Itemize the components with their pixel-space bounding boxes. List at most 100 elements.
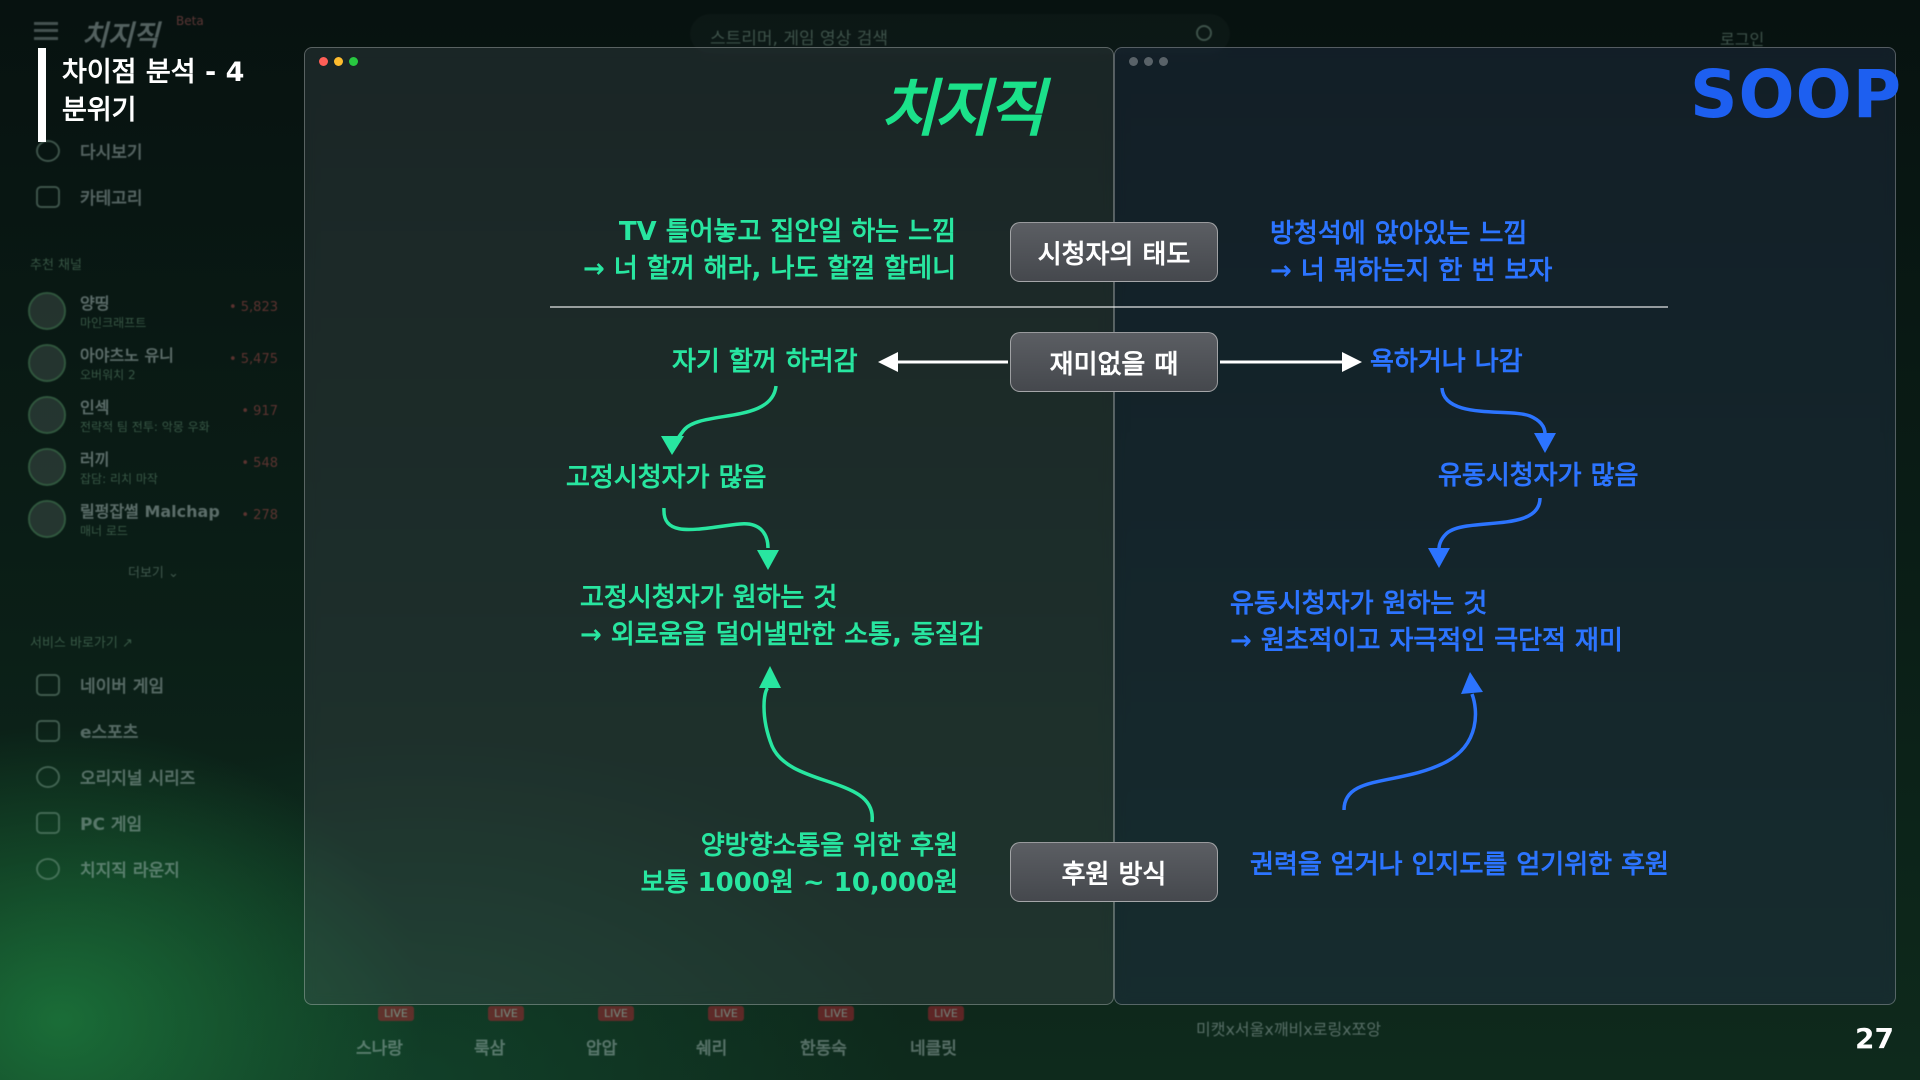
- channel-item[interactable]: 러끼 잡담: 리치 마작 • 548: [28, 444, 278, 492]
- trophy-icon: [36, 719, 60, 742]
- minimize-dot-icon[interactable]: [1144, 57, 1153, 66]
- avatar: [28, 500, 66, 538]
- viewer-count: • 5,475: [228, 352, 278, 367]
- search-icon[interactable]: [1196, 25, 1212, 41]
- sidebar-item-label: 카테고리: [80, 189, 143, 209]
- avatar: [28, 448, 66, 486]
- viewer-count: • 917: [241, 404, 278, 419]
- channel-category: 오버워치 2: [80, 368, 136, 382]
- sidebar-item-replay[interactable]: 다시보기: [36, 138, 143, 163]
- recommended-header: 추천 채널: [30, 258, 82, 273]
- stream-title[interactable]: 미캣x서울x깨비x로링x쪼앙: [1196, 1020, 1382, 1039]
- channel-name: 인섹: [80, 398, 110, 417]
- left-result: 고정시청자가 많음: [566, 463, 767, 493]
- page-title-line1: 차이점 분석 - 4: [62, 57, 245, 88]
- menu-icon[interactable]: [34, 22, 58, 40]
- streamer-name[interactable]: 한동숙: [800, 1039, 847, 1059]
- sidebar-item-esports[interactable]: e스포츠: [36, 718, 138, 743]
- page-title: 차이점 분석 - 4 분위기: [62, 54, 244, 130]
- avatar: [28, 396, 66, 434]
- soop-logo: SOOP: [1690, 56, 1903, 133]
- gamepad-icon: [36, 673, 60, 696]
- blue-arrow-1: [1440, 387, 1556, 453]
- left-donation-line2: 보통 1000원 ~ 10,000원: [640, 868, 958, 898]
- arrow-to-left-boring: [878, 352, 1008, 372]
- monitor-icon: [36, 811, 60, 834]
- left-want-line1: 고정시청자가 원하는 것: [580, 583, 838, 613]
- left-boring: 자기 할꺼 하러감: [672, 347, 858, 377]
- services-header: 서비스 바로가기 ↗: [30, 636, 133, 651]
- original-series-icon: [36, 765, 60, 788]
- left-donation-line1: 양방향소통을 위한 후원: [700, 831, 958, 861]
- sidebar-item-label: 다시보기: [80, 143, 143, 163]
- channel-name: 릴펑잡썰 Malchap: [80, 502, 220, 521]
- window-controls: [1129, 57, 1168, 66]
- streamer-name[interactable]: 스나랑: [356, 1039, 403, 1059]
- live-badge: LIVE: [708, 1006, 744, 1021]
- window-controls: [319, 57, 358, 66]
- blue-arrow-2: [1428, 497, 1542, 568]
- sidebar-item-label: 치지직 라운지: [80, 861, 180, 881]
- green-arrow-3: [759, 666, 874, 823]
- sidebar-item-label: 네이버 게임: [80, 677, 165, 697]
- channel-category: 매너 로드: [80, 524, 128, 538]
- sidebar-item-lounge[interactable]: 치지직 라운지: [36, 856, 180, 881]
- sidebar-item-label: e스포츠: [80, 723, 139, 743]
- label-boring: 재미없을 때: [1010, 332, 1218, 392]
- maximize-dot-icon[interactable]: [1159, 57, 1168, 66]
- live-badge: LIVE: [818, 1006, 854, 1021]
- section-divider: [550, 306, 1668, 308]
- viewer-count: • 5,823: [228, 300, 278, 315]
- streamer-name[interactable]: 룩삼: [474, 1039, 506, 1059]
- title-accent-bar: [38, 48, 46, 142]
- streamer-name[interactable]: 쉐리: [696, 1039, 728, 1059]
- right-attitude-line1: 방청석에 앉아있는 느낌: [1270, 219, 1528, 249]
- label-attitude: 시청자의 태도: [1010, 222, 1218, 282]
- live-badge: LIVE: [378, 1006, 414, 1021]
- arrow-to-right-boring: [1220, 352, 1362, 372]
- right-result: 유동시청자가 많음: [1438, 461, 1639, 491]
- login-button[interactable]: 로그인: [1720, 30, 1765, 49]
- channel-category: 잡담: 리치 마작: [80, 472, 158, 486]
- background-header: 치지직 Beta 스트리머, 게임 영상 검색 로그인: [0, 0, 1920, 70]
- channel-item[interactable]: 릴펑잡썰 Malchap 매너 로드 • 278: [28, 496, 278, 544]
- minimize-dot-icon[interactable]: [334, 57, 343, 66]
- channel-item[interactable]: 인섹 전략적 팀 전투: 악몽 우화 • 917: [28, 392, 278, 440]
- right-want-line2: → 원초적이고 자극적인 극단적 재미: [1230, 626, 1623, 656]
- avatar: [28, 344, 66, 382]
- live-badge: LIVE: [928, 1006, 964, 1021]
- live-badge: LIVE: [488, 1006, 524, 1021]
- right-attitude: 방청석에 앉아있는 느낌 → 너 뭐하는지 한 번 보자: [1270, 216, 1552, 290]
- sidebar-item-category[interactable]: 카테고리: [36, 184, 143, 209]
- channel-name: 아야츠노 유니: [80, 346, 174, 365]
- beta-badge: Beta: [176, 14, 204, 28]
- right-attitude-line2: → 너 뭐하는지 한 번 보자: [1270, 256, 1553, 286]
- chzzk-panel: [304, 47, 1114, 1005]
- right-want-line1: 유동시청자가 원하는 것: [1230, 589, 1488, 619]
- streamer-name[interactable]: 압압: [586, 1039, 618, 1059]
- left-attitude: TV 틀어놓고 집안일 하는 느낌 → 너 할꺼 해라, 나도 할껄 할테니: [583, 214, 956, 288]
- viewer-count: • 548: [241, 456, 278, 471]
- sidebar-item-original[interactable]: 오리지널 시리즈: [36, 764, 195, 789]
- streamer-name[interactable]: 네클릿: [910, 1039, 957, 1059]
- close-dot-icon[interactable]: [1129, 57, 1138, 66]
- sidebar-item-pc-game[interactable]: PC 게임: [36, 810, 142, 835]
- channel-name: 양띵: [80, 294, 110, 313]
- background-logo: 치지직: [82, 19, 160, 52]
- page-number: 27: [1855, 1022, 1894, 1055]
- green-arrow-2: [662, 507, 779, 570]
- left-want: 고정시청자가 원하는 것 → 외로움을 덜어낼만한 소통, 동질감: [580, 580, 983, 654]
- avatar: [28, 292, 66, 330]
- search-input[interactable]: 스트리머, 게임 영상 검색: [690, 14, 1230, 54]
- channel-item[interactable]: 양띵 마인크래프트 • 5,823: [28, 288, 278, 336]
- left-donation: 양방향소통을 위한 후원 보통 1000원 ~ 10,000원: [641, 828, 958, 902]
- left-attitude-line2: → 너 할꺼 해라, 나도 할껄 할테니: [582, 254, 956, 284]
- more-button[interactable]: 더보기 ⌄: [128, 566, 179, 581]
- maximize-dot-icon[interactable]: [349, 57, 358, 66]
- close-dot-icon[interactable]: [319, 57, 328, 66]
- channel-category: 마인크래프트: [80, 316, 147, 330]
- channel-item[interactable]: 아야츠노 유니 오버워치 2 • 5,475: [28, 340, 278, 388]
- channel-name: 러끼: [80, 450, 110, 469]
- sidebar-item-naver-game[interactable]: 네이버 게임: [36, 672, 164, 697]
